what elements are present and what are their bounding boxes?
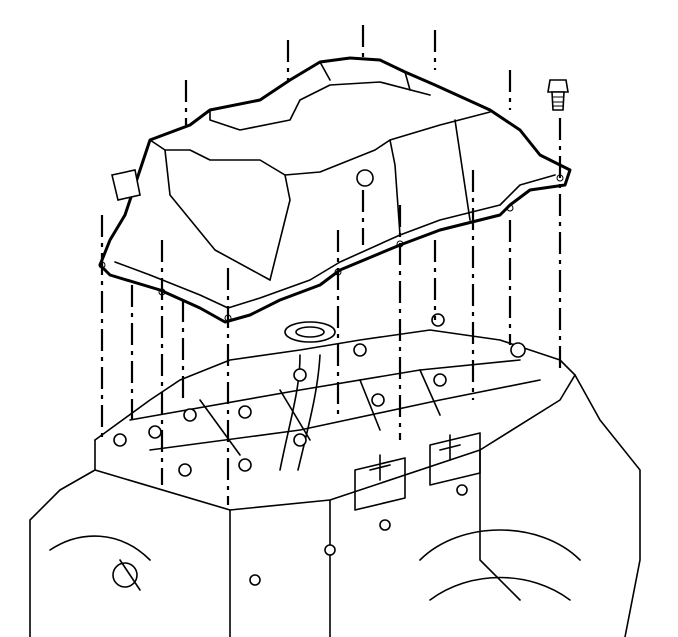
oil-pan bbox=[98, 56, 572, 324]
block-bolts bbox=[113, 313, 526, 586]
engine-block bbox=[29, 313, 641, 637]
oil-pan-bolt bbox=[547, 79, 569, 111]
bolt-alignment-lines bbox=[100, 25, 562, 505]
